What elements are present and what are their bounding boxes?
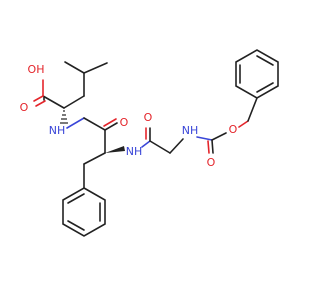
bond (63, 95, 85, 109)
benzene-ring (62, 187, 106, 237)
bond (141, 140, 151, 148)
atom-oh-acid: OH (28, 63, 45, 76)
phenyl-ring-cbz (235, 49, 279, 99)
atom-o-gly-carbonyl: O (144, 111, 153, 124)
bond (83, 62, 108, 74)
bond (256, 82, 274, 93)
phe-carbonyl-group: O (66, 116, 129, 131)
bond (83, 117, 106, 131)
phe-alpha-carbon: NH (83, 129, 143, 165)
isobutyl-group (63, 61, 108, 109)
atom-o-carbamate-carbonyl: O (207, 156, 216, 169)
structure-canvas: OH O NH O NH O NH (20, 49, 279, 237)
bond (67, 220, 85, 231)
bond (104, 122, 118, 131)
atom-o-acid-carbonyl: O (20, 101, 29, 114)
benzene-ring (235, 49, 279, 99)
phenyl-ring-phe (62, 163, 106, 237)
leu-alpha-nh-hashed-bond (60, 110, 68, 124)
bond (33, 95, 44, 102)
bond (42, 95, 65, 109)
bond (211, 132, 227, 141)
bond (64, 61, 85, 74)
gly-carbonyl-group: O NH (141, 111, 199, 154)
bond (83, 152, 106, 165)
molecule-diagram: OH O NH O NH O NH (20, 49, 279, 237)
bond (247, 97, 258, 122)
bond (238, 120, 249, 128)
bond (207, 140, 210, 154)
atom-o-phe-carbonyl: O (120, 116, 129, 129)
atom-nh-leu: NH (49, 124, 66, 137)
bond (169, 138, 184, 154)
atom-o-carbamate-ether: O (229, 123, 238, 136)
bond (67, 193, 85, 204)
carbamate-group: O O (196, 97, 258, 169)
wedge-bond (105, 146, 125, 153)
bond (149, 140, 171, 154)
carboxylic-acid-group: OH O (20, 63, 65, 114)
bond (35, 100, 46, 107)
atom-nh-gly: NH (182, 124, 199, 137)
atom-nh-phe: NH (126, 145, 143, 158)
bond (256, 55, 274, 66)
bond (211, 139, 214, 154)
bond (196, 136, 213, 141)
bond (103, 118, 117, 127)
bond (66, 117, 85, 129)
